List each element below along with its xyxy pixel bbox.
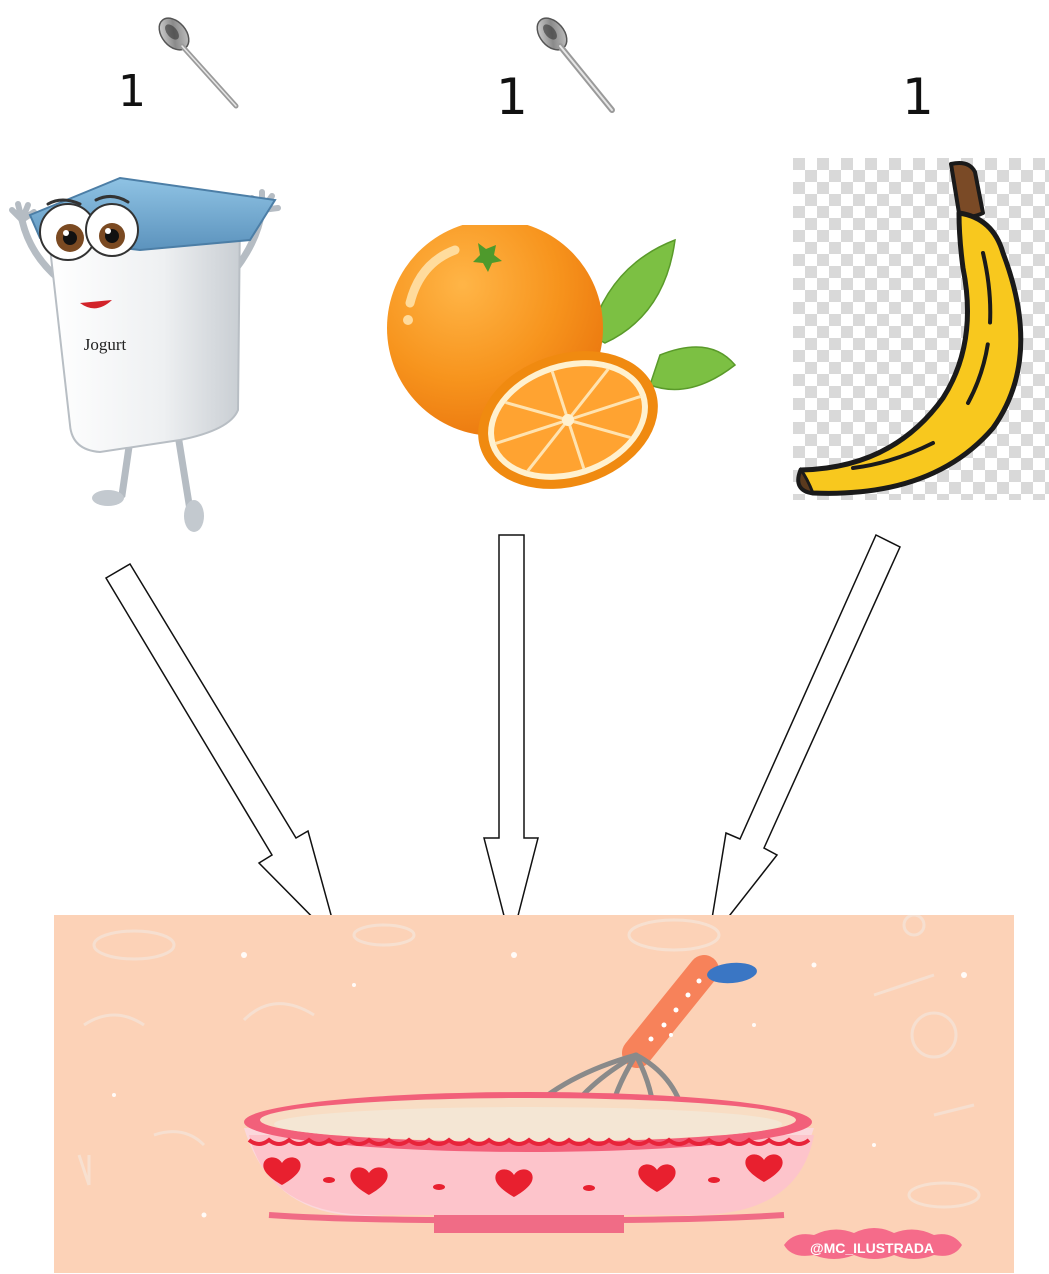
mixing-bowl-scene: @MC_ILUSTRADA bbox=[54, 915, 1014, 1273]
watermark-text: @MC_ILUSTRADA bbox=[810, 1240, 934, 1256]
down-arrow bbox=[106, 564, 339, 944]
down-arrow bbox=[708, 535, 900, 943]
down-arrow bbox=[484, 535, 538, 943]
